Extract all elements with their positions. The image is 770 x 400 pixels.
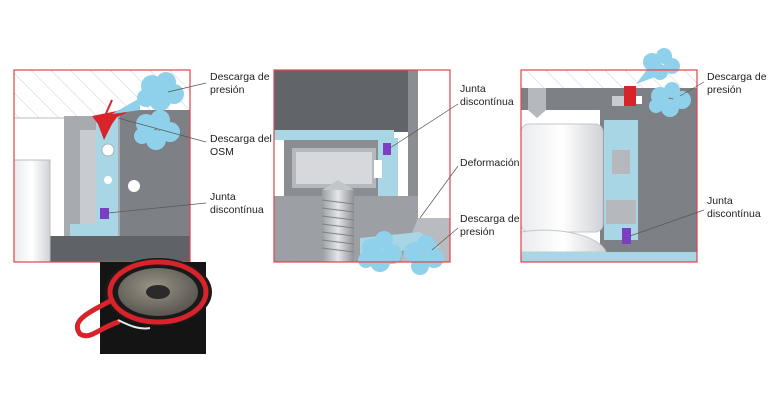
seal-photo [75,258,212,354]
piston-barrel [521,123,604,233]
middle-deformation-label: Deformación [460,157,520,169]
joint-marker [100,208,109,219]
discharge-marker [624,86,636,106]
piston-rod [274,70,408,132]
right-frame [520,69,698,263]
middle-frame [273,69,451,263]
pressure-cloud-icon [358,231,444,275]
left-panel: Descarga de presión Descarga del OSM Jun… [13,69,275,263]
middle-joint-label: Junta discontínua [460,83,514,108]
left-pressure-label: Descarga de presión [210,71,272,96]
middle-pressure-label: Descarga de presión [460,213,522,238]
left-joint-label: Junta discontínua [210,191,264,216]
pressure-cloud-icon [137,72,184,111]
middle-panel: Junta discontínua Deformación Descarga d… [273,69,522,275]
joint-marker [383,143,391,155]
right-joint-label: Junta discontínua [707,195,761,220]
left-osm-label: Descarga del OSM [210,133,275,158]
right-pressure-label: Descarga de presión [707,71,769,96]
right-panel: Descarga de presión Junta discontínua [520,48,769,263]
joint-marker [622,228,631,244]
